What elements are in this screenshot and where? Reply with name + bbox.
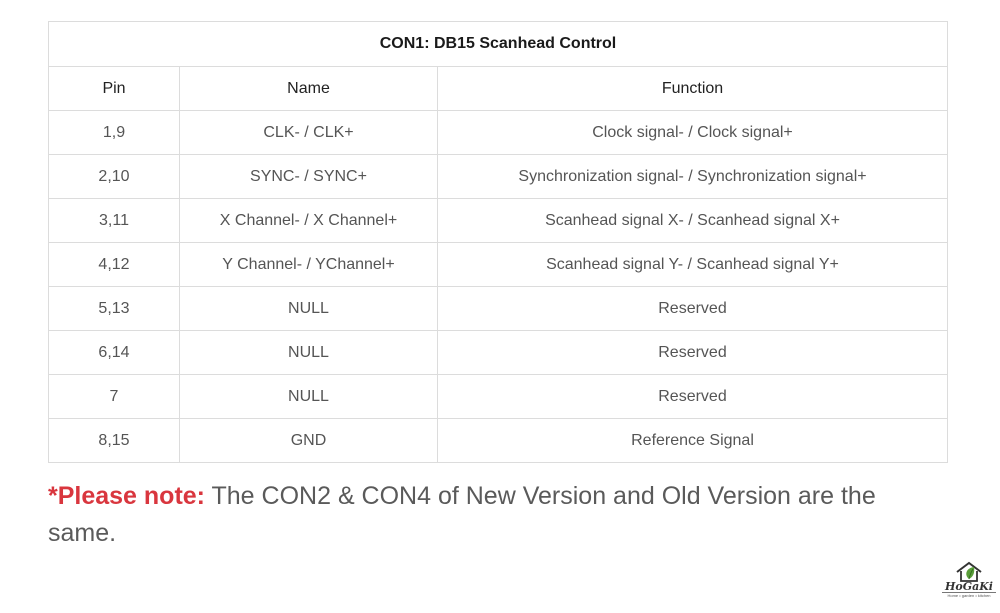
name-cell: NULL [179, 374, 438, 419]
table-row: 7 NULL Reserved [48, 374, 948, 419]
pin-cell: 1,9 [48, 110, 180, 155]
note-text: The CON2 & CON4 of New Version and Old V… [48, 482, 876, 547]
logo-tagline: Home • garden • kitchen [942, 592, 996, 598]
table-title: CON1: DB15 Scanhead Control [48, 21, 948, 67]
column-header-name: Name [179, 66, 438, 111]
name-cell: CLK- / CLK+ [179, 110, 438, 155]
function-cell: Reserved [437, 374, 948, 419]
column-header-function: Function [437, 66, 948, 111]
function-cell: Synchronization signal- / Synchronizatio… [437, 154, 948, 199]
table-row: 8,15 GND Reference Signal [48, 418, 948, 463]
table-row: 5,13 NULL Reserved [48, 286, 948, 331]
brand-logo: HoGaKi Home • garden • kitchen [942, 559, 996, 607]
function-cell: Reserved [437, 330, 948, 375]
note-label: *Please note: [48, 482, 206, 510]
function-cell: Reference Signal [437, 418, 948, 463]
table-row: 1,9 CLK- / CLK+ Clock signal- / Clock si… [48, 110, 948, 155]
table-row: 6,14 NULL Reserved [48, 330, 948, 375]
function-cell: Reserved [437, 286, 948, 331]
table-title-row: CON1: DB15 Scanhead Control [48, 21, 948, 67]
compatibility-note: *Please note: The CON2 & CON4 of New Ver… [48, 478, 928, 552]
name-cell: X Channel- / X Channel+ [179, 198, 438, 243]
name-cell: NULL [179, 330, 438, 375]
table-header-row: Pin Name Function [48, 66, 948, 111]
function-cell: Scanhead signal X- / Scanhead signal X+ [437, 198, 948, 243]
pinout-table-container: CON1: DB15 Scanhead Control Pin Name Fun… [48, 21, 948, 463]
logo-wordmark: HoGaKi [945, 580, 993, 593]
pin-cell: 3,11 [48, 198, 180, 243]
pin-cell: 7 [48, 374, 180, 419]
pin-cell: 4,12 [48, 242, 180, 287]
pin-cell: 8,15 [48, 418, 180, 463]
name-cell: SYNC- / SYNC+ [179, 154, 438, 199]
pin-cell: 6,14 [48, 330, 180, 375]
house-leaf-icon [956, 561, 982, 582]
function-cell: Scanhead signal Y- / Scanhead signal Y+ [437, 242, 948, 287]
function-cell: Clock signal- / Clock signal+ [437, 110, 948, 155]
table-row: 2,10 SYNC- / SYNC+ Synchronization signa… [48, 154, 948, 199]
pin-cell: 5,13 [48, 286, 180, 331]
table-row: 3,11 X Channel- / X Channel+ Scanhead si… [48, 198, 948, 243]
pinout-table: CON1: DB15 Scanhead Control Pin Name Fun… [48, 21, 948, 463]
name-cell: GND [179, 418, 438, 463]
name-cell: NULL [179, 286, 438, 331]
pin-cell: 2,10 [48, 154, 180, 199]
column-header-pin: Pin [48, 66, 180, 111]
name-cell: Y Channel- / YChannel+ [179, 242, 438, 287]
table-row: 4,12 Y Channel- / YChannel+ Scanhead sig… [48, 242, 948, 287]
